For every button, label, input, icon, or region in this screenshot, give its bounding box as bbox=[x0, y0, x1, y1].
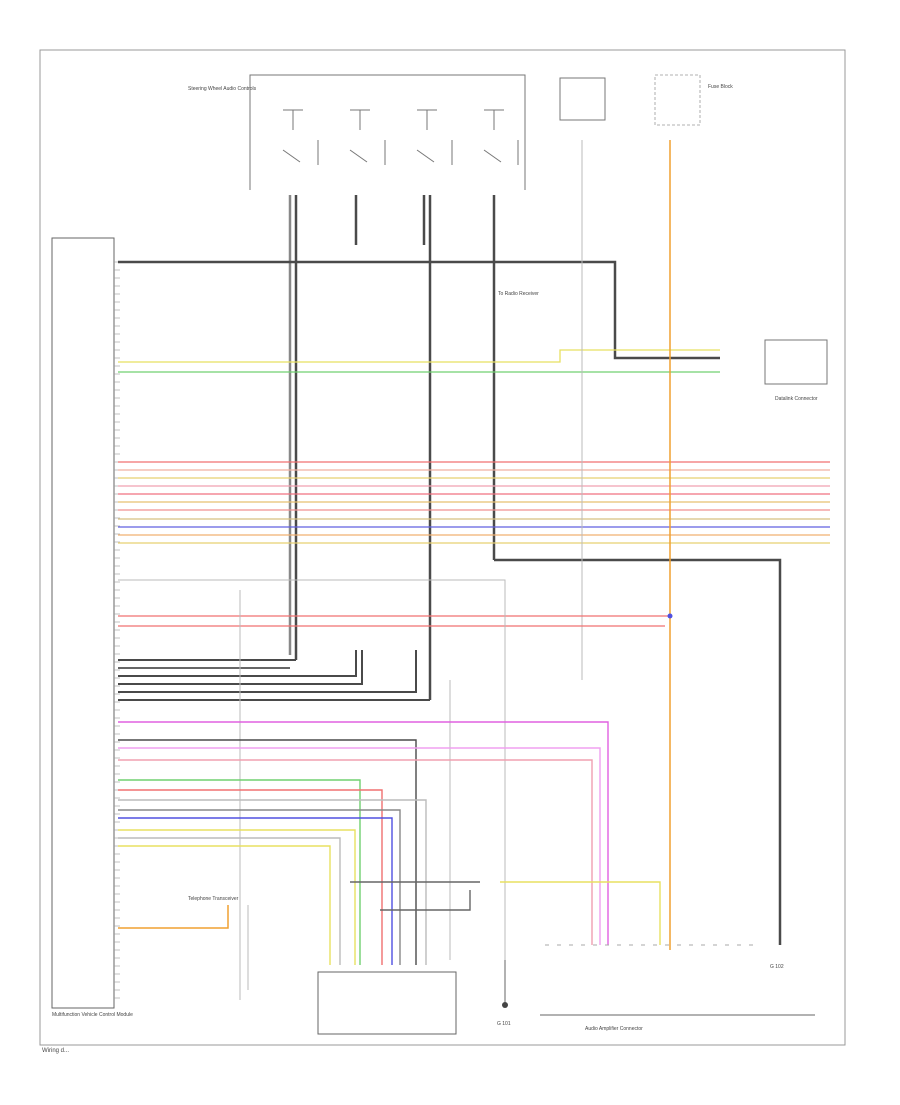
bus-wires bbox=[118, 461, 830, 544]
lower-signal-wires bbox=[118, 721, 661, 965]
thin-gray-wires bbox=[118, 579, 506, 1000]
left-module-pins bbox=[114, 261, 120, 999]
datalink-wires bbox=[118, 349, 720, 373]
fuse-block-label: Fuse Block bbox=[708, 84, 733, 90]
switch-block-label: Steering Wheel Audio Controls bbox=[188, 86, 257, 92]
right-connector-label: Datalink Connector bbox=[775, 396, 818, 402]
red-pair-wires bbox=[118, 615, 670, 627]
switch-block-outline bbox=[249, 74, 526, 190]
diagram-border bbox=[39, 49, 846, 1046]
ground-point bbox=[502, 1002, 508, 1008]
datalink-connector bbox=[764, 339, 828, 385]
ground-label: G 101 bbox=[497, 1021, 511, 1027]
fuse-box-outline bbox=[654, 74, 701, 126]
radio-module-box bbox=[317, 971, 457, 1035]
switch-drop-wires bbox=[288, 195, 496, 700]
telephone-wire bbox=[118, 905, 229, 929]
footer-label: Wiring d... bbox=[42, 1048, 69, 1054]
switch-symbols bbox=[282, 109, 519, 165]
splice-point bbox=[667, 613, 673, 619]
black-bundle-wires bbox=[118, 650, 430, 701]
sensor-box bbox=[559, 77, 606, 121]
ground-bus-wires bbox=[118, 260, 782, 945]
mid-note-label: To Radio Receiver bbox=[498, 291, 539, 297]
amp-label: Audio Amplifier Connector bbox=[585, 1026, 643, 1032]
left-module-box bbox=[51, 237, 115, 1009]
telephone-label: Telephone Transceiver bbox=[188, 896, 239, 902]
ground-label-2: G 102 bbox=[770, 964, 784, 970]
left-module-label: Multifunction Vehicle Control Module bbox=[52, 1012, 133, 1018]
